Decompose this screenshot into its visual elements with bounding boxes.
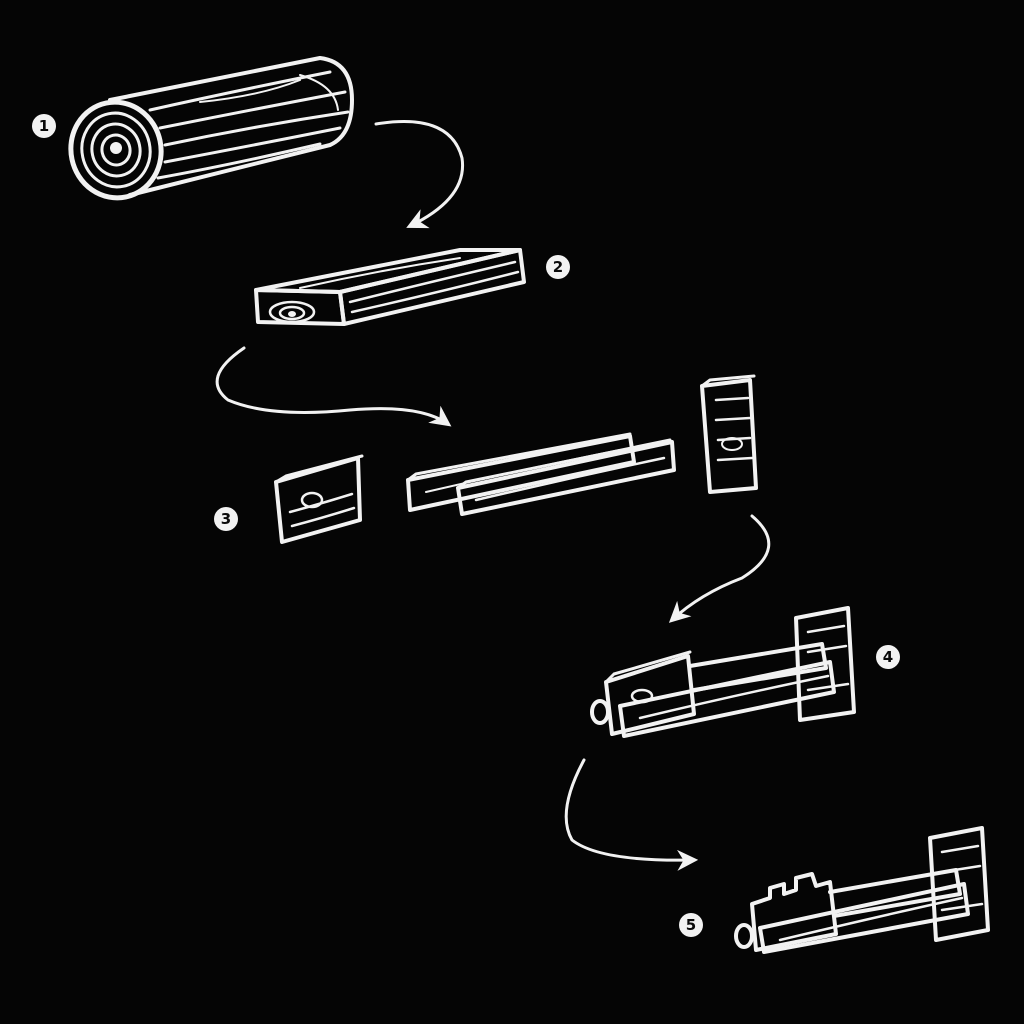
long-sticks-icon (406, 432, 676, 516)
arrow-step-3-to-4 (668, 514, 771, 623)
upright-block-icon (700, 374, 758, 494)
step-2-label: 2 (553, 258, 563, 276)
arrow-step-4-to-5 (564, 758, 699, 871)
step-5-badge: 5 (679, 913, 703, 937)
step-3-label: 3 (221, 510, 231, 528)
log-icon (68, 56, 354, 201)
assembled-parts-icon (590, 606, 856, 738)
arrow-step-2-to-3 (215, 346, 452, 427)
step-4-badge: 4 (876, 645, 900, 669)
arrow-step-1-to-2 (374, 120, 465, 229)
step-1-label: 1 (39, 117, 49, 135)
step-4-label: 4 (883, 648, 893, 666)
cut-pieces-icon (274, 374, 758, 544)
small-block-icon (274, 454, 364, 544)
finished-piece-icon (734, 826, 990, 954)
step-5-label: 5 (686, 916, 696, 934)
step-3-badge: 3 (214, 507, 238, 531)
squared-beam-icon (254, 248, 526, 326)
step-1-badge: 1 (32, 114, 56, 138)
step-2-badge: 2 (546, 255, 570, 279)
